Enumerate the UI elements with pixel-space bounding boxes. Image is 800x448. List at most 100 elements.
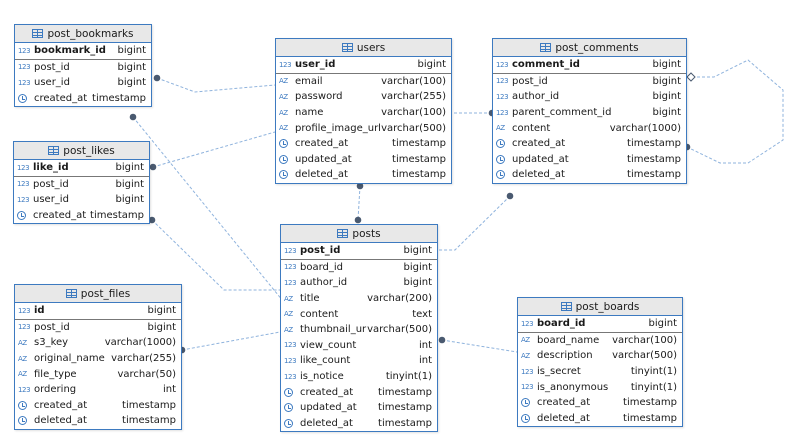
column-type: varchar(200) bbox=[367, 293, 432, 305]
numeric-type-icon: 123 bbox=[284, 356, 297, 365]
table-header[interactable]: users bbox=[276, 39, 451, 57]
column-name: password bbox=[295, 91, 343, 103]
bookmark-post-relation[interactable] bbox=[132, 116, 306, 329]
column-name: deleted_at bbox=[537, 412, 590, 424]
column-name: deleted_at bbox=[34, 415, 87, 427]
numeric-type-icon: 123 bbox=[284, 263, 297, 272]
table-title: post_comments bbox=[555, 41, 639, 54]
timestamp-clock-icon bbox=[18, 416, 27, 426]
bookmark-user-relation[interactable] bbox=[156, 77, 276, 93]
column-type: timestamp bbox=[623, 412, 677, 424]
table-title: posts bbox=[352, 227, 381, 240]
table-header[interactable]: posts bbox=[281, 225, 437, 243]
numeric-type-icon: 123 bbox=[18, 385, 31, 394]
column-name: created_at bbox=[537, 397, 591, 409]
column-row[interactable]: deleted_at timestamp bbox=[518, 411, 682, 427]
comment-self-relation[interactable] bbox=[686, 59, 784, 164]
comment-post-relation[interactable] bbox=[438, 195, 511, 251]
column-type: bigint bbox=[115, 178, 144, 190]
like-post-relation[interactable] bbox=[151, 219, 280, 291]
timestamp-clock-icon bbox=[18, 94, 27, 104]
timestamp-clock-icon bbox=[496, 139, 505, 149]
column-name: parent_comment_id bbox=[512, 107, 612, 119]
file-post-relation[interactable] bbox=[181, 331, 281, 351]
table-header[interactable]: post_boards bbox=[518, 298, 682, 316]
post-author-relation[interactable] bbox=[357, 185, 361, 221]
table-header[interactable]: post_bookmarks bbox=[15, 25, 151, 43]
post-board-relation[interactable] bbox=[441, 339, 518, 353]
table-header[interactable]: post_comments bbox=[493, 39, 686, 57]
text-type-icon: AZ bbox=[496, 124, 505, 133]
column-name: created_at bbox=[33, 210, 87, 222]
numeric-type-icon: 123 bbox=[496, 60, 509, 69]
table-header[interactable]: post_files bbox=[15, 285, 181, 303]
like-user-relation[interactable] bbox=[152, 131, 276, 168]
table-header[interactable]: post_likes bbox=[14, 142, 149, 160]
numeric-type-icon: 123 bbox=[496, 77, 509, 86]
column-name: board_id bbox=[537, 318, 586, 330]
column-type: timestamp bbox=[378, 402, 432, 414]
timestamp-clock-icon bbox=[496, 154, 505, 164]
column-type: int bbox=[162, 384, 176, 396]
